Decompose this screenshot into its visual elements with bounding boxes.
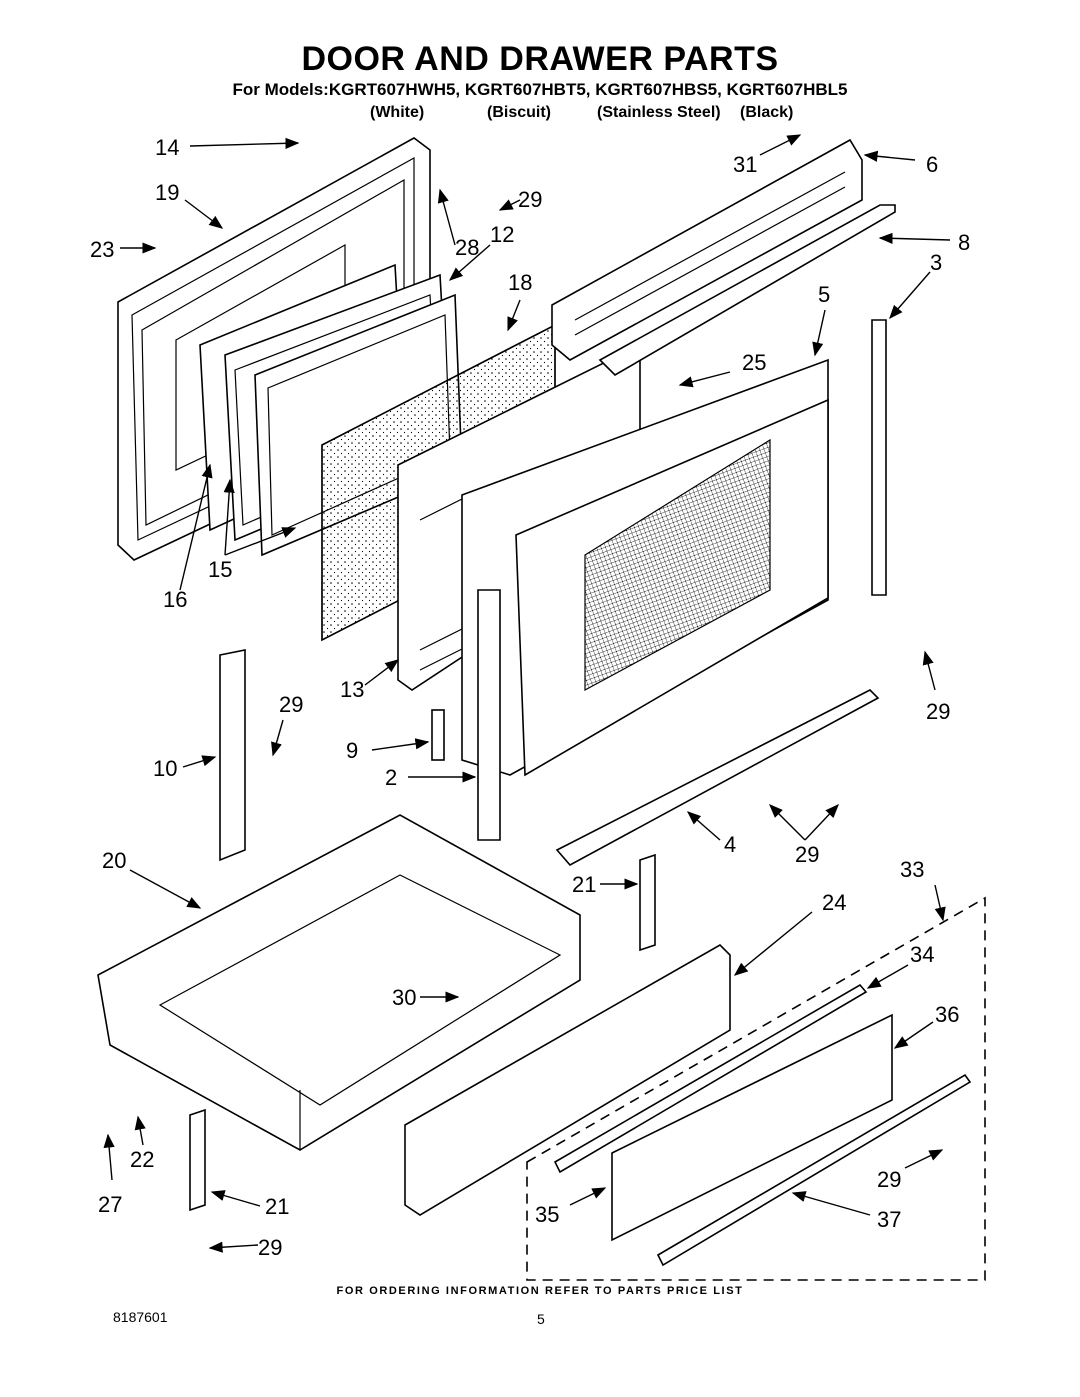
- callout-label: 36: [935, 1002, 959, 1027]
- door-side-trim-right: [871, 319, 887, 596]
- callout-label: 28: [455, 235, 479, 260]
- callout-label: 13: [340, 677, 364, 702]
- callout-label: 24: [822, 890, 846, 915]
- spacer-block: [431, 709, 445, 761]
- drawer-trim-top: [553, 983, 868, 1174]
- callout-label: 25: [742, 350, 766, 375]
- outer-door-panel: [461, 358, 829, 777]
- hinge-bracket-left: [219, 649, 246, 862]
- callout-labels: 14 19 23 29 28 12 31 6 8 3 18 5 25 16 15…: [90, 135, 970, 1260]
- callout-label: 35: [535, 1202, 559, 1227]
- callout-label: 21: [265, 1194, 289, 1219]
- callout-label: 8: [958, 230, 970, 255]
- callout-label: 2: [385, 765, 397, 790]
- callout-label: 6: [926, 152, 938, 177]
- drawer-slide-lower: [189, 1108, 206, 1212]
- callout-label: 5: [818, 282, 830, 307]
- color-label-black: (Black): [740, 104, 794, 121]
- color-label-white: (White): [370, 104, 425, 121]
- drawer-slide-upper: [639, 853, 656, 952]
- document-number: 8187601: [113, 1309, 168, 1325]
- callout-label: 10: [153, 756, 177, 781]
- callout-label: 29: [795, 842, 819, 867]
- door-bottom-rail: [555, 689, 880, 867]
- drawer-body: [97, 814, 581, 1152]
- page-title: DOOR AND DRAWER PARTS: [301, 40, 779, 78]
- callout-label: 9: [346, 738, 358, 763]
- ordering-info: FOR ORDERING INFORMATION REFER TO PARTS …: [336, 1285, 744, 1297]
- callout-label: 16: [163, 587, 187, 612]
- callout-label: 15: [208, 557, 232, 582]
- callout-label: 27: [98, 1192, 122, 1217]
- color-label-biscuit: (Biscuit): [487, 104, 551, 121]
- callout-label: 21: [572, 872, 596, 897]
- callout-label: 29: [279, 692, 303, 717]
- drawer-trim-bottom: [656, 1073, 972, 1267]
- callout-label: 33: [900, 857, 924, 882]
- page-number: 5: [537, 1311, 545, 1327]
- callout-label: 12: [490, 222, 514, 247]
- color-label-stainless: (Stainless Steel): [597, 104, 721, 121]
- door-side-trim-left: [477, 589, 501, 841]
- callout-label: 18: [508, 270, 532, 295]
- callout-label: 30: [392, 985, 416, 1010]
- callout-label: 34: [910, 942, 934, 967]
- drawer-front-panel: [404, 944, 731, 1216]
- callout-label: 31: [733, 152, 757, 177]
- callout-label: 19: [155, 180, 179, 205]
- callout-label: 29: [877, 1167, 901, 1192]
- callout-label: 37: [877, 1207, 901, 1232]
- callout-label: 3: [930, 250, 942, 275]
- drawer-glass-panel: [611, 1013, 893, 1242]
- callout-label: 29: [926, 699, 950, 724]
- callout-label: 29: [258, 1235, 282, 1260]
- callout-label: 22: [130, 1147, 154, 1172]
- callout-label: 4: [724, 832, 736, 857]
- callout-label: 29: [518, 187, 542, 212]
- vent-trim-and-handle: [551, 138, 896, 377]
- leader-lines: [103, 134, 951, 1253]
- callout-label: 23: [90, 237, 114, 262]
- model-list: For Models:KGRT607HWH5, KGRT607HBT5, KGR…: [232, 80, 848, 99]
- drawer-trim-kit-outline: [526, 896, 986, 1281]
- callout-label: 14: [155, 135, 179, 160]
- callout-label: 20: [102, 848, 126, 873]
